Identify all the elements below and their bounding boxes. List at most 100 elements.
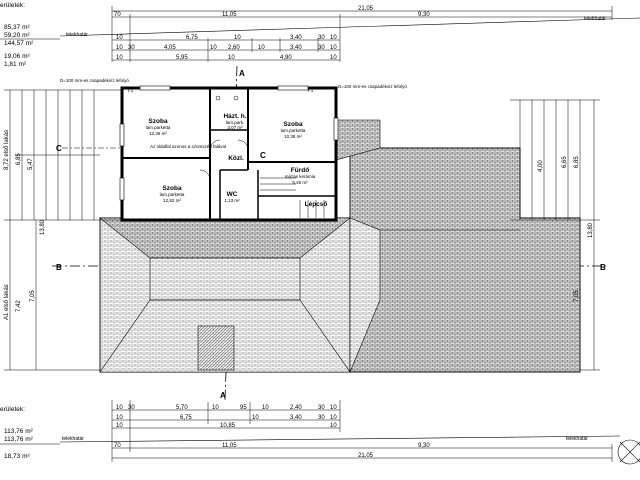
bdim-r3-c: 10 bbox=[330, 423, 337, 429]
dim-r3-f: 10 bbox=[330, 35, 337, 41]
left-dim-1380: 13,80 bbox=[40, 219, 46, 235]
room-szoba-3-finish: lam.parketta bbox=[160, 192, 185, 197]
dim-r4-c: 4,05 bbox=[164, 45, 176, 51]
footer-title: erületek: bbox=[0, 406, 25, 413]
footer-area-1: 113,76 m² bbox=[4, 428, 34, 435]
dim-r4-e: 2,60 bbox=[228, 45, 240, 51]
room-szoba-2-name: Szoba bbox=[283, 121, 303, 128]
footer-area-2: 113,76 m² bbox=[4, 436, 34, 443]
room-labels: Szoba lam.parketta 12,36 m² Házt. h. lam… bbox=[60, 78, 407, 208]
telekhatar-label-bottom-left: telekhatár bbox=[62, 436, 84, 442]
bdim-r1-e: 95 bbox=[240, 405, 247, 411]
bdim-r1-c: 5,70 bbox=[176, 405, 188, 411]
room-haztartasi-area: 3,07 m² bbox=[227, 125, 243, 130]
section-marker-b-right: B bbox=[600, 263, 606, 272]
left-dimension-text: 8,72 első lakás 6,85 5,47 13,80 7,05 7,4… bbox=[4, 130, 46, 320]
room-szoba-2-finish: lam.parketta bbox=[281, 128, 306, 133]
header-area-4: 19,06 m² bbox=[4, 53, 30, 60]
bdim-r2-f: 10 bbox=[330, 415, 337, 421]
bdim-r2-c: 10 bbox=[252, 415, 259, 421]
header-areas: erületek: 85,37 m² 59,20 m² 144,57 m² 19… bbox=[0, 2, 60, 68]
section-marker-a-bottom: A bbox=[220, 391, 226, 400]
floor-plan-walls bbox=[119, 85, 339, 222]
room-haztartasi-finish: lam.park. bbox=[226, 120, 245, 125]
room-lepcso-name: Lépcső bbox=[305, 201, 328, 208]
bdim-r5-a: 21,05 bbox=[358, 453, 374, 459]
room-furdo-name: Fürdő bbox=[291, 167, 309, 174]
roof-left bbox=[99, 217, 351, 373]
room-wc-area: 1,13 m² bbox=[224, 198, 240, 203]
room-furdo-finish: mázas kerámia bbox=[285, 174, 316, 179]
header-title: erületek: bbox=[0, 2, 25, 9]
bdim-r2-b: 6,75 bbox=[180, 415, 192, 421]
bdim-r1-a: 10 bbox=[116, 405, 123, 411]
dim-top-2105: 21,05 bbox=[358, 6, 374, 12]
bdim-r4-b: 11,05 bbox=[222, 443, 237, 449]
bdim-r3-b: 10,85 bbox=[220, 423, 236, 429]
left-dimension-lines bbox=[4, 89, 122, 371]
header-area-1: 85,37 m² bbox=[4, 24, 30, 31]
header-area-3: 144,57 m² bbox=[4, 40, 34, 47]
bottom-dimension-text: 10 30 5,70 10 95 10 2,40 30 10 10 6,75 1… bbox=[114, 405, 430, 459]
dim-r3-b: 6,75 bbox=[186, 35, 198, 41]
room-szoba-1-area: 12,36 m² bbox=[149, 131, 167, 136]
bdim-r4-c: 9,30 bbox=[418, 443, 430, 449]
bdim-r1-i: 10 bbox=[330, 405, 337, 411]
dim-top-930: 9,30 bbox=[418, 12, 430, 18]
bdim-r1-f: 10 bbox=[262, 405, 269, 411]
header-area-5: 1,81 m² bbox=[4, 61, 27, 68]
room-haztartasi-name: Házt. h. bbox=[223, 113, 246, 120]
room-wc-name: WC bbox=[227, 191, 238, 198]
footer-area-3: 18,73 m² bbox=[4, 453, 30, 460]
right-dimension-lines bbox=[510, 99, 600, 371]
right-dim-1380: 13,80 bbox=[588, 222, 594, 238]
telekhatar-label-top-right: telekhatár bbox=[584, 16, 606, 22]
north-arrow-icon bbox=[617, 439, 640, 465]
dim-r5-d: 4,90 bbox=[280, 55, 292, 61]
telekhatar-label-bottom-right: telekhatár bbox=[566, 436, 588, 442]
bdim-r2-e: 30 bbox=[318, 415, 325, 421]
footer-areas: erületek: 113,76 m² 113,76 m² 18,73 m² bbox=[0, 406, 60, 460]
room-szoba-2-area: 10,38 m² bbox=[284, 134, 302, 139]
left-dim-705: 7,05 bbox=[30, 290, 36, 302]
bdim-r3-a: 10 bbox=[116, 423, 123, 429]
section-marker-c-right: C bbox=[260, 151, 266, 160]
telekhatar-label-top-left: telekhatár bbox=[66, 32, 88, 38]
wall-note: Az oldalfal azonos a szomszéd falával bbox=[150, 144, 226, 149]
section-marker-a-top: A bbox=[239, 69, 245, 78]
bdim-r1-b: 30 bbox=[128, 405, 135, 411]
left-dim-742: 7,42 bbox=[16, 300, 22, 312]
dim-r5-a: 10 bbox=[116, 55, 123, 61]
left-dim-685: 6,85 bbox=[16, 153, 22, 165]
right-dimension-text: 6,65 6,85 13,80 7,05 4,00 bbox=[538, 156, 594, 302]
header-area-2: 59,20 m² bbox=[4, 32, 30, 39]
left-dim-547: 5,47 bbox=[28, 158, 34, 170]
left-dim-a1: A1 első lakás bbox=[4, 284, 10, 320]
dim-r5-e: 10 bbox=[330, 55, 337, 61]
left-dim-872: 8,72 első lakás bbox=[4, 130, 10, 170]
property-boundary bbox=[59, 17, 640, 443]
window-mark-left: F1 bbox=[128, 88, 134, 93]
section-line-c: C C bbox=[56, 144, 266, 160]
dim-r4-d: 10 bbox=[210, 45, 217, 51]
room-szoba-3-name: Szoba bbox=[162, 185, 182, 192]
dim-r3-e: 30 bbox=[318, 35, 325, 41]
dim-top-70: 70 bbox=[114, 12, 121, 18]
right-dim-665: 6,65 bbox=[562, 156, 568, 168]
top-dimension-text: 70 11,05 9,30 21,05 10 6,75 10 3,40 30 1… bbox=[114, 6, 430, 61]
dim-r5-b: 5,95 bbox=[176, 55, 188, 61]
dim-r4-h: 30 bbox=[318, 45, 325, 51]
right-dim-685: 6,85 bbox=[574, 156, 580, 168]
bdim-r4-a: 70 bbox=[114, 443, 121, 449]
dim-top-1105: 11,05 bbox=[222, 12, 237, 18]
dim-r4-f: 10 bbox=[258, 45, 265, 51]
room-szoba-1-finish: lam.parketta bbox=[146, 125, 171, 130]
dim-r4-a: 10 bbox=[116, 45, 123, 51]
dim-r4-b: 30 bbox=[128, 45, 135, 51]
section-marker-c-left: C bbox=[56, 144, 62, 153]
bdim-r1-h: 30 bbox=[318, 405, 325, 411]
dim-r3-c: 10 bbox=[234, 35, 241, 41]
bdim-r1-d: 10 bbox=[212, 405, 219, 411]
downpipe-note-right: D=100 mm-es csapadékvíz lefolyó bbox=[338, 84, 407, 89]
